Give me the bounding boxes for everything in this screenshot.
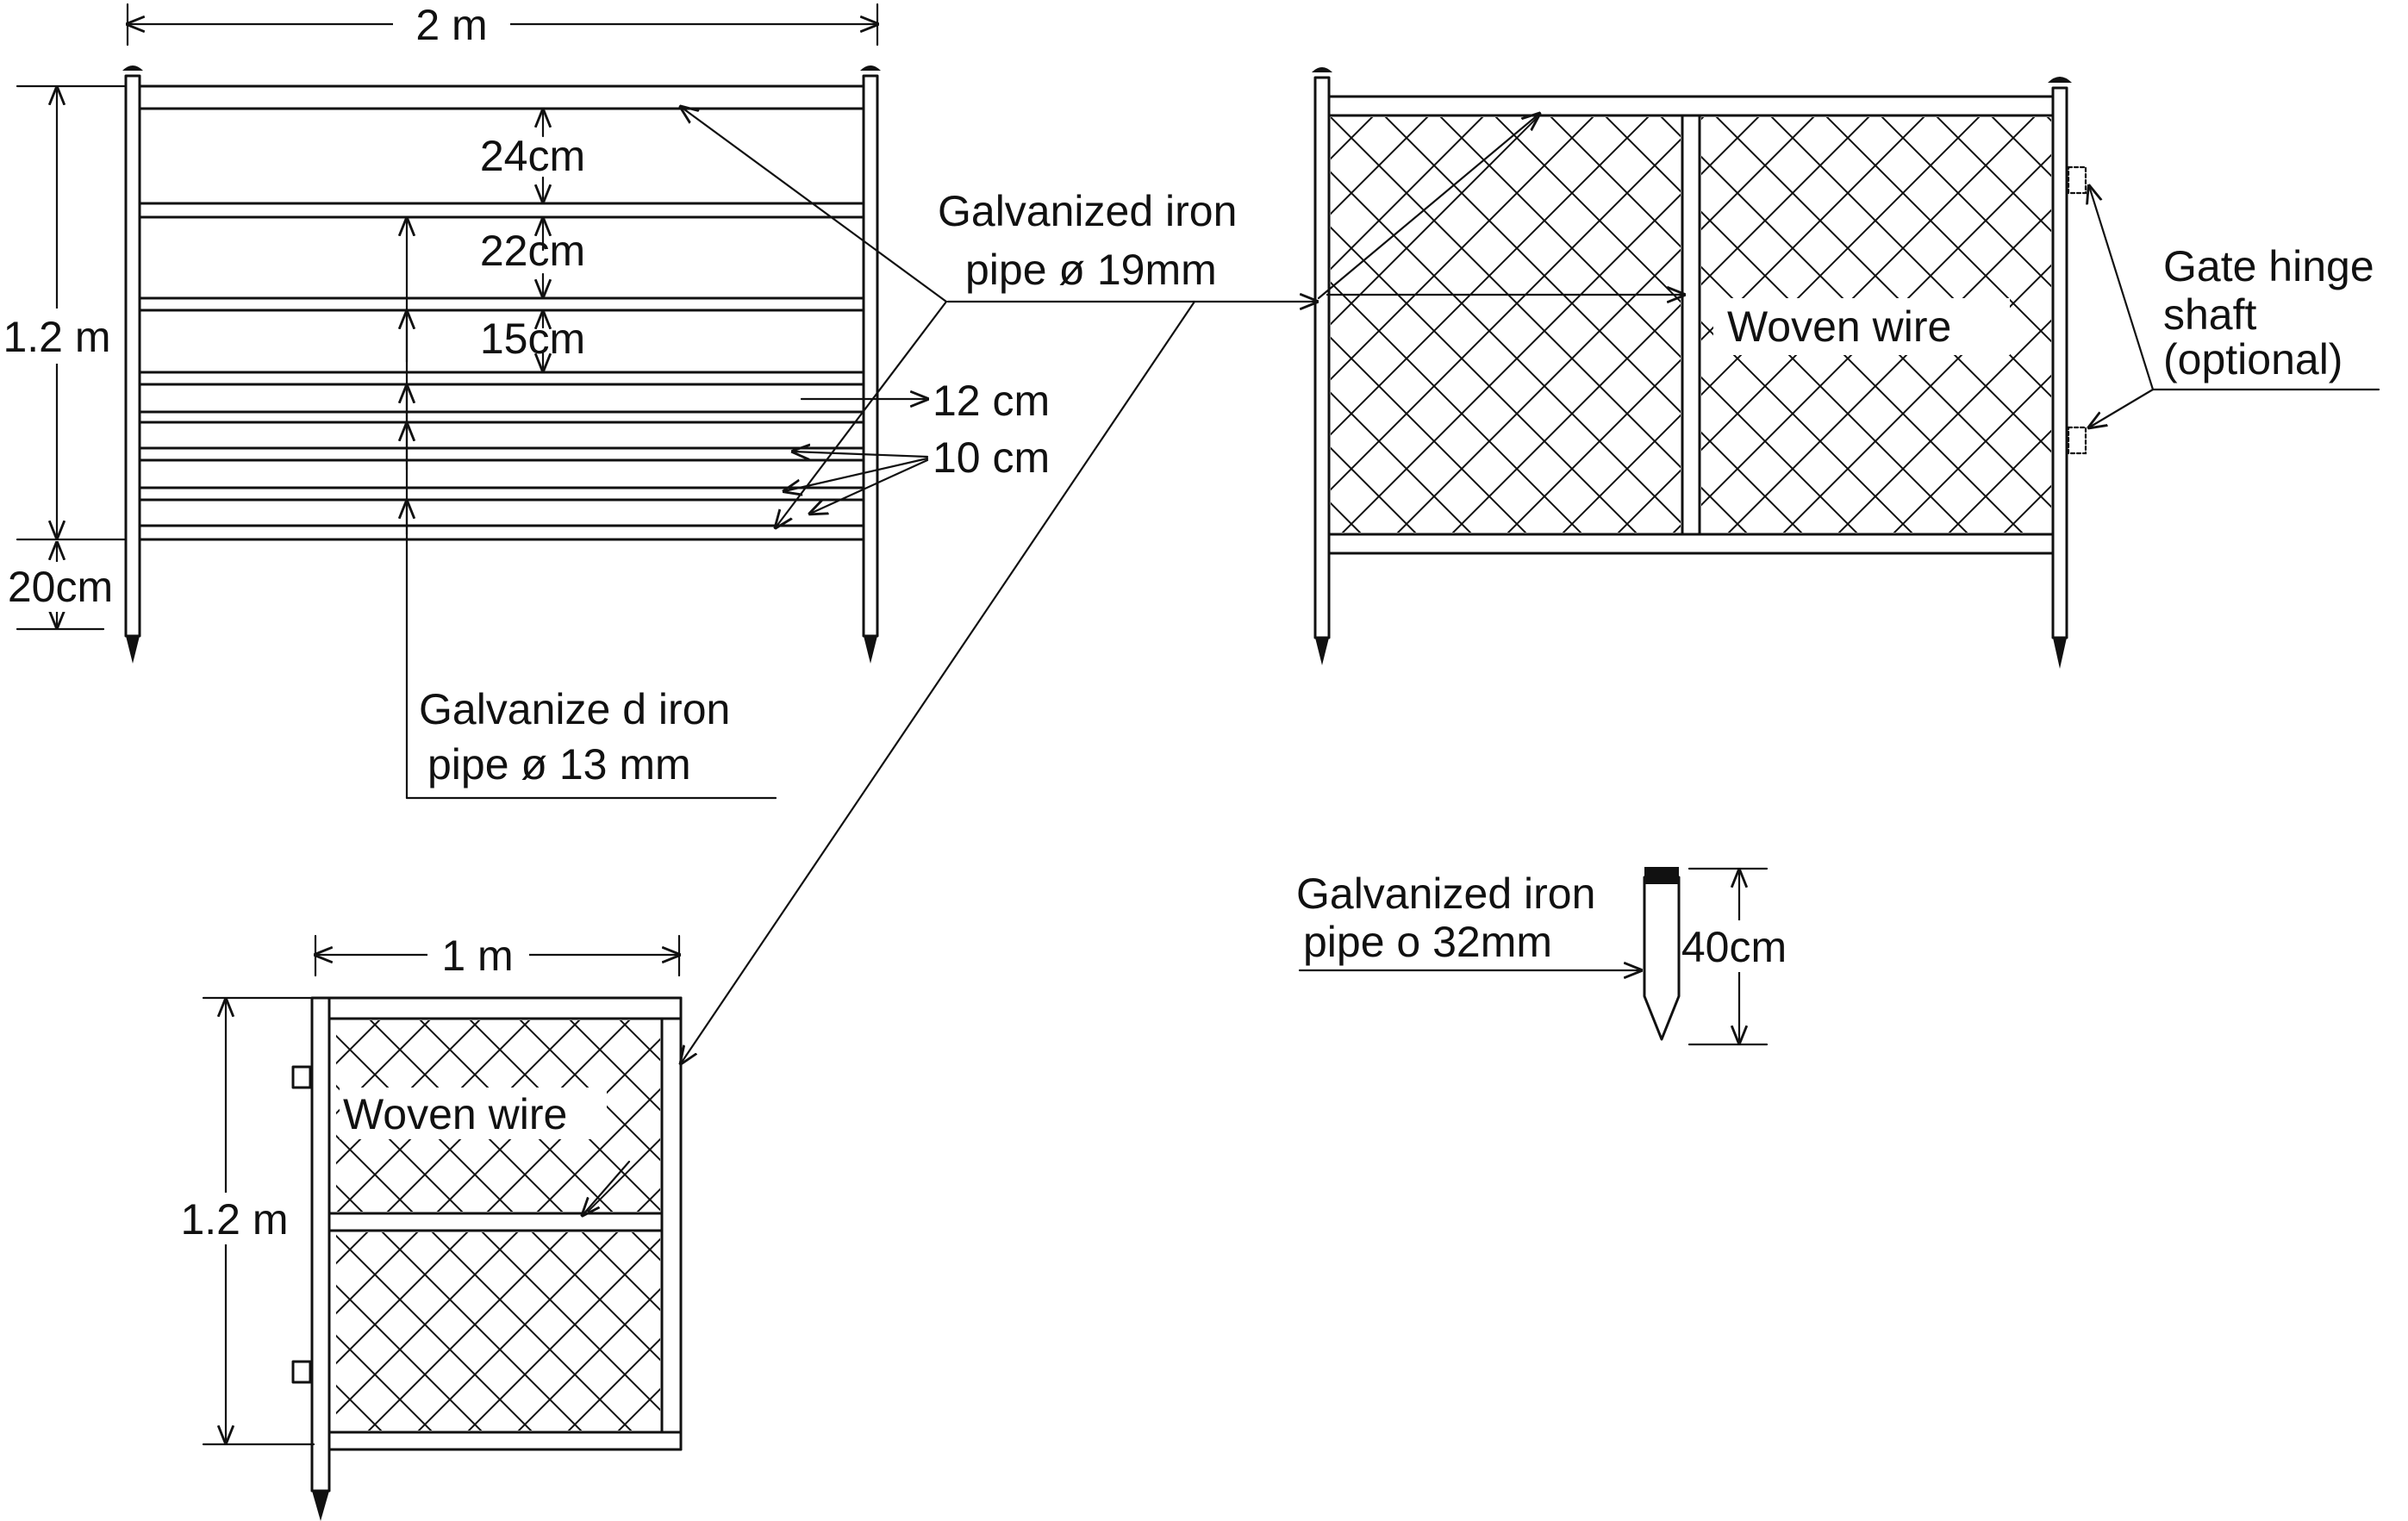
post-cap-icon bbox=[122, 65, 143, 71]
stake-label-line2: pipe o 32mm bbox=[1303, 918, 1552, 966]
mesh-post-left bbox=[1312, 67, 1332, 665]
post-cap-icon bbox=[860, 65, 881, 71]
callout-leader-gate-rail bbox=[681, 300, 1196, 1063]
stake-length-label: 40cm bbox=[1681, 923, 1787, 971]
main-pipe-label-line2: pipe ø 19mm bbox=[965, 246, 1217, 294]
gate-height-label: 1.2 m bbox=[180, 1195, 288, 1244]
stake-top-hatch bbox=[1644, 867, 1679, 884]
hinge-label-line2: shaft bbox=[2163, 290, 2257, 339]
stake-label-line1: Galvanized iron bbox=[1296, 870, 1595, 918]
callout-leader-bottom-rail bbox=[776, 300, 948, 527]
mesh-post-right bbox=[2048, 77, 2072, 669]
spacing-label-15: 15cm bbox=[480, 315, 585, 363]
spacing-label-24: 24cm bbox=[480, 132, 585, 180]
gate: 1 m 1.2 m Woven wire bbox=[169, 931, 683, 1521]
fence-post-left bbox=[122, 65, 143, 664]
gate-width-label: 1 m bbox=[441, 932, 513, 980]
stake: 40cm Galvanized iron pipe o 32mm bbox=[1296, 867, 1793, 1046]
mesh-woven-wire-label: Woven wire bbox=[1727, 302, 1951, 351]
spacing-label-12: 12 cm bbox=[933, 377, 1050, 425]
small-pipe-label-line2: pipe ø 13 mm bbox=[427, 740, 691, 789]
hinge-label-line3: (optional) bbox=[2163, 335, 2342, 383]
spacing-label-10: 10 cm bbox=[933, 433, 1050, 482]
gate-rail-arrow bbox=[583, 1160, 631, 1215]
fence-rails bbox=[138, 84, 865, 541]
fence-post-right bbox=[860, 65, 881, 664]
fence-panel: 2 m bbox=[0, 1, 1050, 800]
hinge-icon bbox=[2067, 165, 2087, 455]
callout-leader-top-rail bbox=[681, 107, 948, 303]
stake-body bbox=[1643, 876, 1681, 1041]
post-cap-icon bbox=[1312, 67, 1332, 72]
hinge-leader bbox=[2089, 186, 2155, 391]
spacing-arrow bbox=[793, 452, 929, 457]
hinge-icon bbox=[291, 1065, 312, 1384]
main-pipe-callout: Galvanized iron pipe ø 19mm bbox=[681, 107, 1684, 1063]
gate-woven-wire-label: Woven wire bbox=[343, 1090, 567, 1138]
ground-depth-label: 20cm bbox=[8, 563, 113, 611]
hinge-leader bbox=[2089, 388, 2155, 427]
fence-height-label: 1.2 m bbox=[3, 313, 110, 361]
spacing-arrow bbox=[810, 458, 929, 514]
fence-width-label: 2 m bbox=[415, 1, 487, 49]
post-cap-icon bbox=[2048, 77, 2072, 83]
spacing-label-22: 22cm bbox=[480, 227, 585, 275]
gate-mesh-bottom bbox=[336, 1232, 660, 1431]
mesh-fill-left bbox=[1331, 117, 1681, 533]
main-pipe-label-line1: Galvanized iron bbox=[938, 187, 1237, 235]
small-pipe-label-line1: Galvanize d iron bbox=[419, 685, 730, 733]
hinge-label-line1: Gate hinge bbox=[2163, 242, 2374, 290]
mesh-fence-panel: Woven wire Gate hinge shaft (optional) bbox=[1312, 67, 2380, 669]
